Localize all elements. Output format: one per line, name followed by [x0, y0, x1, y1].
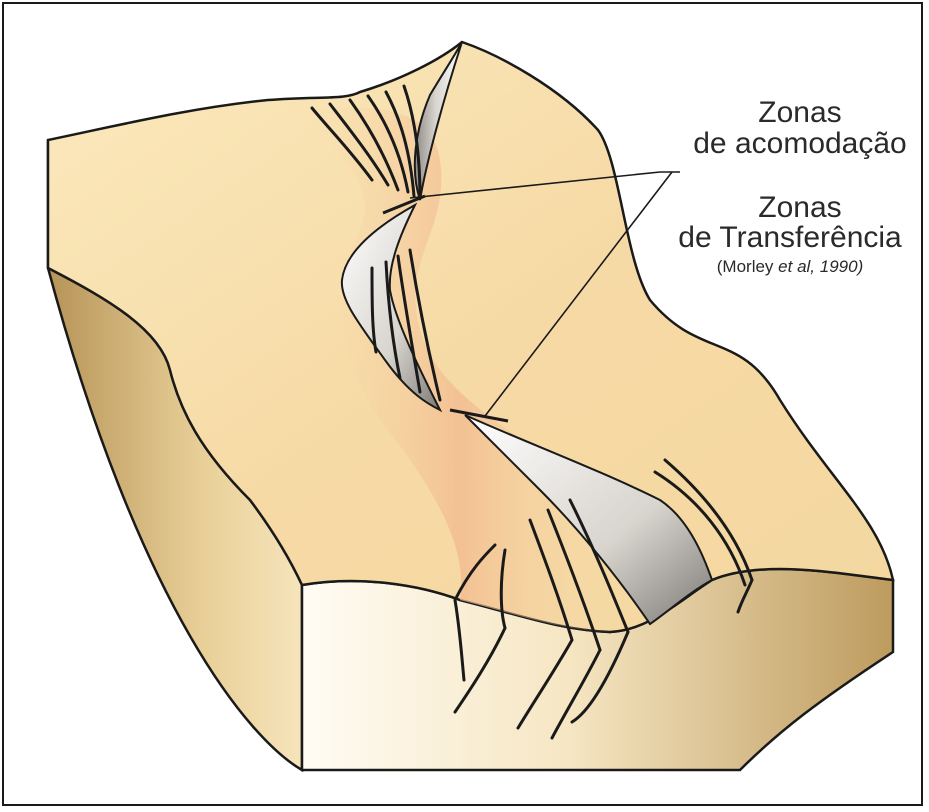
citation-author: (Morley	[717, 257, 778, 276]
accommodation-label-line2: de acomodação	[680, 128, 920, 160]
transfer-label-line1: Zonas	[700, 192, 900, 224]
accommodation-label-line1: Zonas	[700, 97, 900, 129]
transfer-label-line2: de Transferência	[660, 222, 920, 254]
citation-etal: et al, 1990)	[778, 257, 863, 276]
citation: (Morley et al, 1990)	[680, 257, 900, 277]
